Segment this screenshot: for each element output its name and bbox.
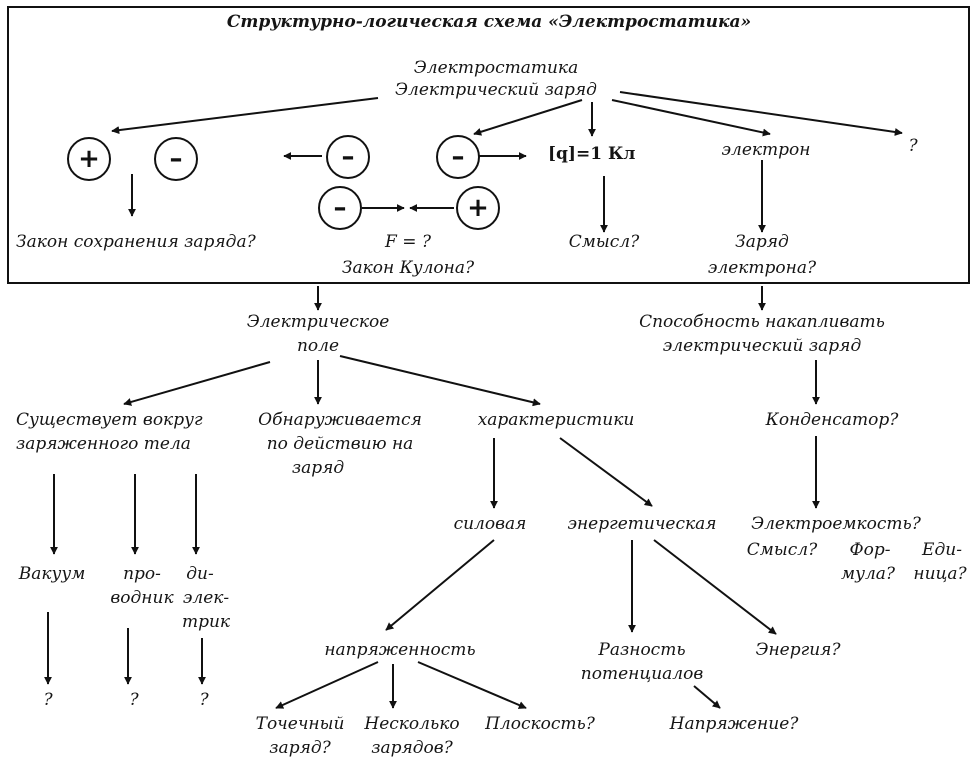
negative-charge-circle: – [154, 137, 198, 181]
arrow-force-to-intensity [385, 539, 495, 631]
dielectric-question: ? [199, 690, 209, 710]
repel-left-negative-circle: – [326, 135, 370, 179]
force-formula-node: F = ? [385, 232, 431, 252]
arrow-root-to-other [619, 91, 903, 136]
arrow-root-to-interaction [473, 99, 583, 136]
voltage-node: Напряжение? [669, 714, 799, 734]
capacitance-meaning-node: Смысл? [746, 540, 818, 560]
arrow-intensity-to-point [275, 661, 379, 709]
repel-right-negative-circle: – [436, 135, 480, 179]
several-charges-line2: зарядов? [371, 738, 453, 758]
ability-node-line1: Способность накапливать [639, 312, 885, 332]
coulomb-law-node: Закон Кулона? [341, 258, 475, 278]
diagram-title: Структурно-логическая схема «Электростат… [226, 12, 752, 32]
detected-node-line1: Обнаруживается [258, 410, 422, 430]
electron-charge-line1: Заряд [735, 232, 789, 252]
vacuum-question: ? [43, 690, 53, 710]
positive-charge-circle: + [67, 137, 111, 181]
dielectric-node-line3: трик [181, 612, 231, 632]
unit-node-line1: Еди- [922, 540, 962, 560]
arrow-intensity-to-plane [417, 661, 527, 709]
point-charge-line1: Точечный [255, 714, 345, 734]
arrow-field-to-exists [123, 361, 271, 406]
force-characteristic-node: силовая [453, 514, 527, 534]
formula-node-line2: мула? [840, 564, 896, 584]
potential-difference-line1: Разность [598, 640, 686, 660]
formula-node-line1: Фор- [849, 540, 891, 560]
capacitor-node: Конденсатор? [765, 410, 899, 430]
arrow-root-to-signs [111, 97, 379, 135]
electric-field-line1: Электрическое [246, 312, 390, 332]
conductor-question: ? [129, 690, 139, 710]
arrow-field-to-characteristics [339, 355, 541, 407]
arrow-root-to-electron [611, 99, 771, 137]
electrostatics-box [7, 6, 970, 284]
conductor-node-line2: водник [110, 588, 174, 608]
arrow-potential-to-voltage [693, 685, 721, 709]
charge-unit-node: [q]=1 Кл [548, 144, 636, 164]
plane-node: Плоскость? [485, 714, 595, 734]
several-charges-line1: Несколько [364, 714, 460, 734]
detected-node-line3: заряд [291, 458, 345, 478]
electron-node: электрон [721, 140, 811, 160]
other-question-node: ? [908, 136, 918, 156]
conservation-law-node: Закон сохранения заряда? [16, 232, 256, 252]
dielectric-node-line1: ди- [186, 564, 214, 584]
dielectric-node-line2: элек- [182, 588, 230, 608]
meaning-node: Смысл? [568, 232, 640, 252]
characteristics-node: характеристики [477, 410, 635, 430]
vacuum-node: Вакуум [18, 564, 86, 584]
potential-difference-line2: потенциалов [580, 664, 704, 684]
attract-positive-circle: + [456, 186, 500, 230]
arrow-energy-to-energy-q [653, 539, 777, 635]
energy-question-node: Энергия? [755, 640, 841, 660]
attract-negative-circle: – [318, 186, 362, 230]
detected-node-line2: по действию на [266, 434, 414, 454]
intensity-node: напряженность [324, 640, 476, 660]
point-charge-line2: заряд? [269, 738, 331, 758]
exists-node-line2: заряженного тела [16, 434, 191, 454]
unit-node-line2: ница? [913, 564, 967, 584]
energy-characteristic-node: энергетическая [567, 514, 717, 534]
root-node-line1: Электростатика [413, 58, 579, 78]
electric-field-line2: поле [296, 336, 340, 356]
conductor-node-line1: про- [123, 564, 161, 584]
electron-charge-line2: электрона? [707, 258, 817, 278]
arrow-char-to-energy [559, 437, 653, 507]
root-node-line2: Электрический заряд [395, 80, 597, 100]
capacitance-node: Электроемкость? [751, 514, 921, 534]
exists-node-line1: Существует вокруг [16, 410, 203, 430]
ability-node-line2: электрический заряд [662, 336, 862, 356]
